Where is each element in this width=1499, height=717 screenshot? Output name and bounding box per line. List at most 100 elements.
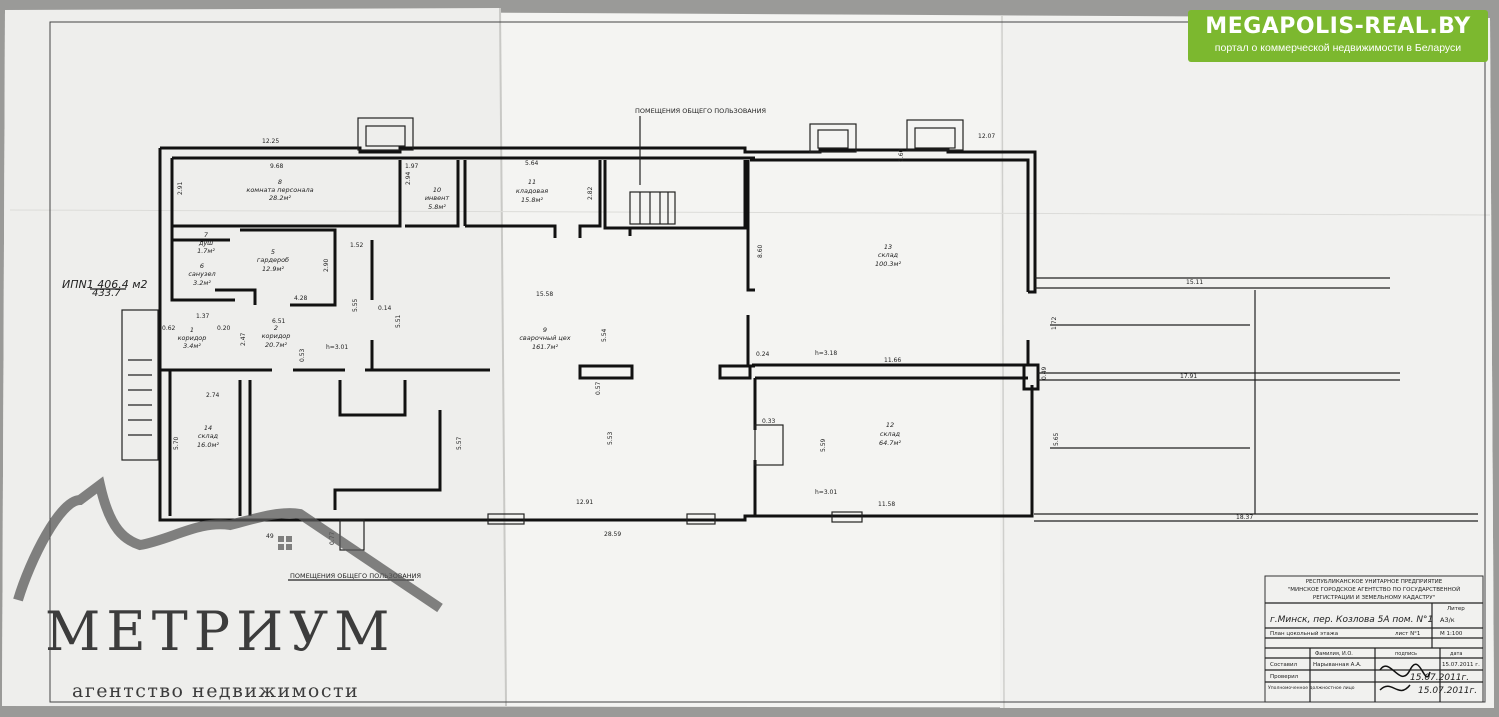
- svg-text:Фамилия, И.О.: Фамилия, И.О.: [1315, 651, 1353, 657]
- room-5: 5 гардероб 12.9м²: [257, 248, 289, 273]
- dim-2-47: 2.47: [240, 332, 247, 346]
- dim-0-33: 0.33: [762, 418, 776, 425]
- svg-text:5.8м²: 5.8м²: [428, 203, 446, 211]
- room-6: 6 санузел 3.2м²: [188, 262, 215, 287]
- dim-12-07: 12.07: [978, 133, 995, 140]
- svg-text:коридор: коридор: [262, 332, 291, 340]
- svg-text:кладовая: кладовая: [516, 187, 548, 195]
- dim-5-64: 5.64: [525, 160, 539, 167]
- dim-0-62: 0.62: [162, 325, 176, 332]
- room-2: 2 коридор 20.7м²: [262, 324, 291, 349]
- dim-5-70: 5.70: [173, 436, 180, 450]
- svg-text:20.7м²: 20.7м²: [265, 341, 287, 349]
- svg-text:7: 7: [204, 231, 209, 239]
- dim-5-54: 5.54: [601, 328, 608, 342]
- svg-text:161.7м²: 161.7м²: [532, 343, 559, 351]
- dim-12-91: 12.91: [576, 499, 593, 506]
- room-10: 10 инвент 5.8м²: [425, 186, 450, 211]
- stamp-address: г.Минск, пер. Козлова 5А пом. N°1: [1270, 615, 1433, 625]
- dim-0-20: 0.20: [217, 325, 231, 332]
- dim-5-55: 5.55: [352, 298, 359, 312]
- svg-text:РЕГИСТРАЦИИ И ЗЕМЕЛЬНОМУ КАДАС: РЕГИСТРАЦИИ И ЗЕМЕЛЬНОМУ КАДАСТРУ": [1313, 595, 1435, 601]
- dim-h-3-18: h=3.18: [815, 350, 837, 357]
- dim-17-91: 17.91: [1180, 373, 1197, 380]
- room-14: 14 склад 16.0м²: [197, 424, 219, 449]
- svg-text:Составил: Составил: [1270, 662, 1298, 668]
- svg-text:12.9м²: 12.9м²: [262, 265, 284, 273]
- dim-11-58: 11.58: [878, 501, 895, 508]
- svg-text:9: 9: [543, 326, 547, 334]
- svg-text:подпись: подпись: [1395, 651, 1417, 657]
- svg-text:лист N°1: лист N°1: [1395, 631, 1420, 637]
- svg-text:5: 5: [271, 248, 275, 256]
- room-13: 13 склад 100.3м²: [875, 243, 902, 268]
- svg-text:комната персонала: комната персонала: [246, 186, 313, 194]
- megapolis-site: MEGAPOLIS-REAL.BY: [1205, 14, 1471, 39]
- dim-h-3-01-b: h=3.01: [815, 489, 837, 496]
- svg-text:10: 10: [433, 186, 441, 194]
- svg-text:сварочный цех: сварочный цех: [519, 334, 570, 342]
- dim-5-65: 5.65: [1053, 432, 1060, 446]
- title-block: РЕСПУБЛИКАНСКОЕ УНИТАРНОЕ ПРЕДПРИЯТИЕ "М…: [1264, 575, 1484, 703]
- svg-text:РЕСПУБЛИКАНСКОЕ УНИТАРНОЕ ПРЕД: РЕСПУБЛИКАНСКОЕ УНИТАРНОЕ ПРЕДПРИЯТИЕ: [1306, 579, 1443, 585]
- dim-1-97: 1.97: [405, 163, 419, 170]
- metrium-subtitle: агентство недвижимости: [72, 680, 360, 702]
- dim-h-3-01: h=3.01: [326, 344, 348, 351]
- dim-0-49: 0.49: [1041, 366, 1048, 380]
- dim-12-25: 12.25: [262, 138, 279, 145]
- svg-text:Литер: Литер: [1447, 606, 1465, 612]
- dim-5-53: 5.53: [607, 431, 614, 445]
- svg-text:11: 11: [528, 178, 536, 186]
- dim-1-72: 1.72: [1051, 316, 1058, 330]
- svg-text:13: 13: [884, 243, 892, 251]
- ipn-area: ИПN1 406.4 м2: [62, 278, 148, 291]
- dim-1-52: 1.52: [350, 242, 364, 249]
- dim-5-51: 5.51: [395, 314, 402, 328]
- svg-text:12: 12: [886, 421, 894, 429]
- svg-text:Уполномоченное должностное лиц: Уполномоченное должностное лицо: [1268, 685, 1355, 691]
- svg-text:А3/к: А3/к: [1440, 616, 1455, 624]
- svg-text:64.7м²: 64.7м²: [879, 439, 901, 447]
- ipn-area-second: 433.7: [92, 288, 121, 299]
- dim-5-57: 5.57: [456, 436, 463, 450]
- svg-text:гардероб: гардероб: [257, 256, 289, 264]
- dim-0-57: 0.57: [595, 381, 602, 395]
- dim-8-60: 8.60: [757, 244, 764, 258]
- dim-9-68: 9.68: [270, 163, 284, 170]
- svg-text:М 1:100: М 1:100: [1440, 631, 1463, 637]
- dim-15-11: 15.11: [1186, 279, 1203, 286]
- dim-11-66: 11.66: [884, 357, 901, 364]
- dim-0-60: 0.60: [898, 148, 905, 162]
- dim-2-90: 2.90: [323, 258, 330, 272]
- svg-text:План цокольный этажа: План цокольный этажа: [1270, 630, 1338, 637]
- room-9: 9 сварочный цех 161.7м²: [519, 326, 570, 351]
- dim-15-58: 15.58: [536, 291, 553, 298]
- svg-text:"МИНСКОЕ ГОРОДСКОЕ АГЕНТСТВО П: "МИНСКОЕ ГОРОДСКОЕ АГЕНТСТВО ПО ГОСУДАРС…: [1288, 586, 1461, 593]
- svg-text:15.07.2011г.: 15.07.2011г.: [1410, 673, 1469, 683]
- svg-text:15.07.2011 г.: 15.07.2011 г.: [1442, 662, 1480, 668]
- svg-text:дата: дата: [1450, 651, 1463, 657]
- megapolis-badge: MEGAPOLIS-REAL.BY портал о коммерческой …: [1188, 10, 1488, 62]
- dim-1-37: 1.37: [196, 313, 210, 320]
- dim-18-37: 18.37: [1236, 514, 1253, 521]
- svg-text:инвент: инвент: [425, 194, 450, 202]
- svg-text:склад: склад: [878, 251, 899, 259]
- svg-text:санузел: санузел: [188, 270, 215, 278]
- dim-2-74: 2.74: [206, 392, 220, 399]
- metrium-logo: [13, 476, 443, 613]
- dim-49: 49: [266, 533, 274, 540]
- svg-text:8: 8: [278, 178, 282, 186]
- megapolis-tagline: портал о коммерческой недвижимости в Бел…: [1214, 42, 1462, 54]
- dim-0-53: 0.53: [299, 348, 306, 362]
- dim-2-82: 2.82: [587, 186, 594, 200]
- svg-text:Проверил: Проверил: [1270, 674, 1299, 680]
- dim-5-59: 5.59: [820, 438, 827, 452]
- svg-text:15.8м²: 15.8м²: [521, 196, 543, 204]
- svg-text:склад: склад: [198, 432, 219, 440]
- dim-2-91: 2.91: [177, 181, 184, 195]
- common-area-top: ПОМЕЩЕНИЯ ОБЩЕГО ПОЛЬЗОВАНИЯ: [635, 107, 766, 115]
- room-8: 8 комната персонала 28.2м²: [246, 178, 313, 202]
- svg-text:1: 1: [190, 326, 194, 334]
